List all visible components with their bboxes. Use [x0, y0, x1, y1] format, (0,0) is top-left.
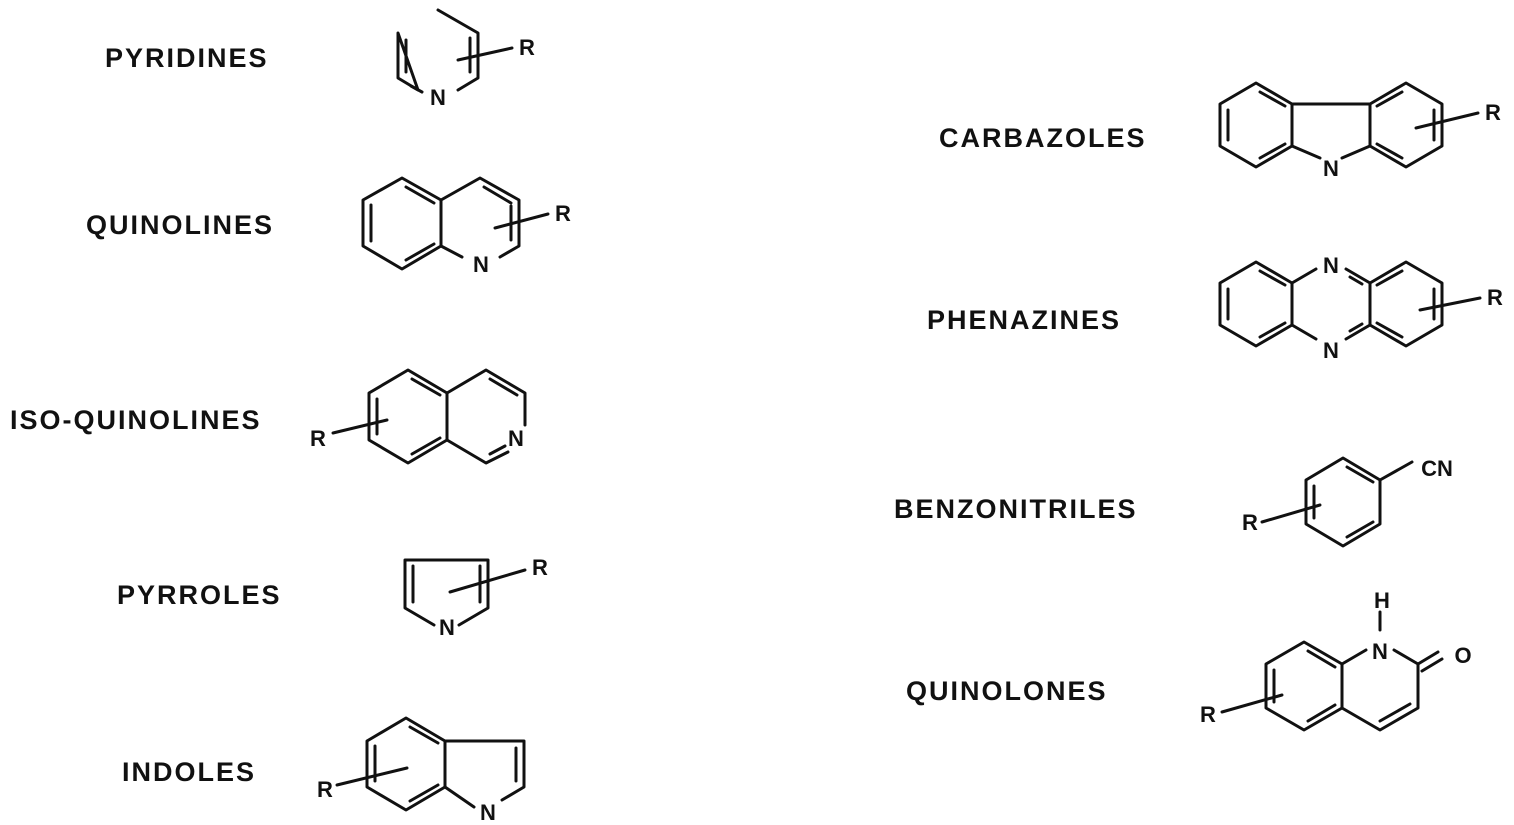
- atom-n: N: [508, 426, 524, 451]
- atom-n: N: [1372, 639, 1388, 664]
- class-label-phenazines: PHENAZINES: [927, 305, 1121, 335]
- atom-n: N: [1323, 253, 1339, 278]
- atom-n: N: [480, 800, 496, 825]
- atom-r: R: [532, 555, 548, 580]
- class-label-carbazoles: CARBAZOLES: [939, 123, 1147, 153]
- class-label-pyrroles: PYRROLES: [117, 580, 282, 610]
- structure-pyridine: N R: [396, 8, 535, 110]
- structure-isoquinoline: N R: [310, 368, 527, 465]
- structure-phenazine: N N R: [1218, 253, 1503, 363]
- atom-o: O: [1454, 643, 1471, 668]
- structure-benzonitrile: CN R: [1242, 456, 1453, 548]
- class-label-pyridines: PYRIDINES: [105, 43, 269, 73]
- atom-h: H: [1374, 588, 1390, 613]
- atom-r: R: [1242, 510, 1258, 535]
- atom-r: R: [317, 777, 333, 802]
- structure-quinolone: H N O R: [1200, 588, 1472, 732]
- class-label-quinolines: QUINOLINES: [86, 210, 274, 240]
- atom-cn: CN: [1421, 456, 1453, 481]
- structure-pyrrole: N R: [403, 555, 548, 640]
- class-label-benzonitriles: BENZONITRILES: [894, 494, 1138, 524]
- atom-n: N: [439, 615, 455, 640]
- atom-r: R: [310, 426, 326, 451]
- atom-n: N: [473, 252, 489, 277]
- class-label-isoquinolines: ISO-QUINOLINES: [10, 405, 262, 435]
- atom-n: N: [430, 85, 446, 110]
- atom-r: R: [1487, 285, 1503, 310]
- class-label-quinolones: QUINOLONES: [906, 676, 1108, 706]
- atom-r: R: [1200, 702, 1216, 727]
- atom-r: R: [519, 35, 535, 60]
- atom-r: R: [555, 201, 571, 226]
- atom-n: N: [1323, 156, 1339, 181]
- structure-carbazole: N R: [1218, 81, 1501, 181]
- class-label-indoles: INDOLES: [122, 757, 256, 787]
- atom-n: N: [1323, 338, 1339, 363]
- structure-indole: N R: [317, 716, 526, 825]
- atom-r: R: [1485, 100, 1501, 125]
- structure-quinoline: N R: [361, 176, 571, 277]
